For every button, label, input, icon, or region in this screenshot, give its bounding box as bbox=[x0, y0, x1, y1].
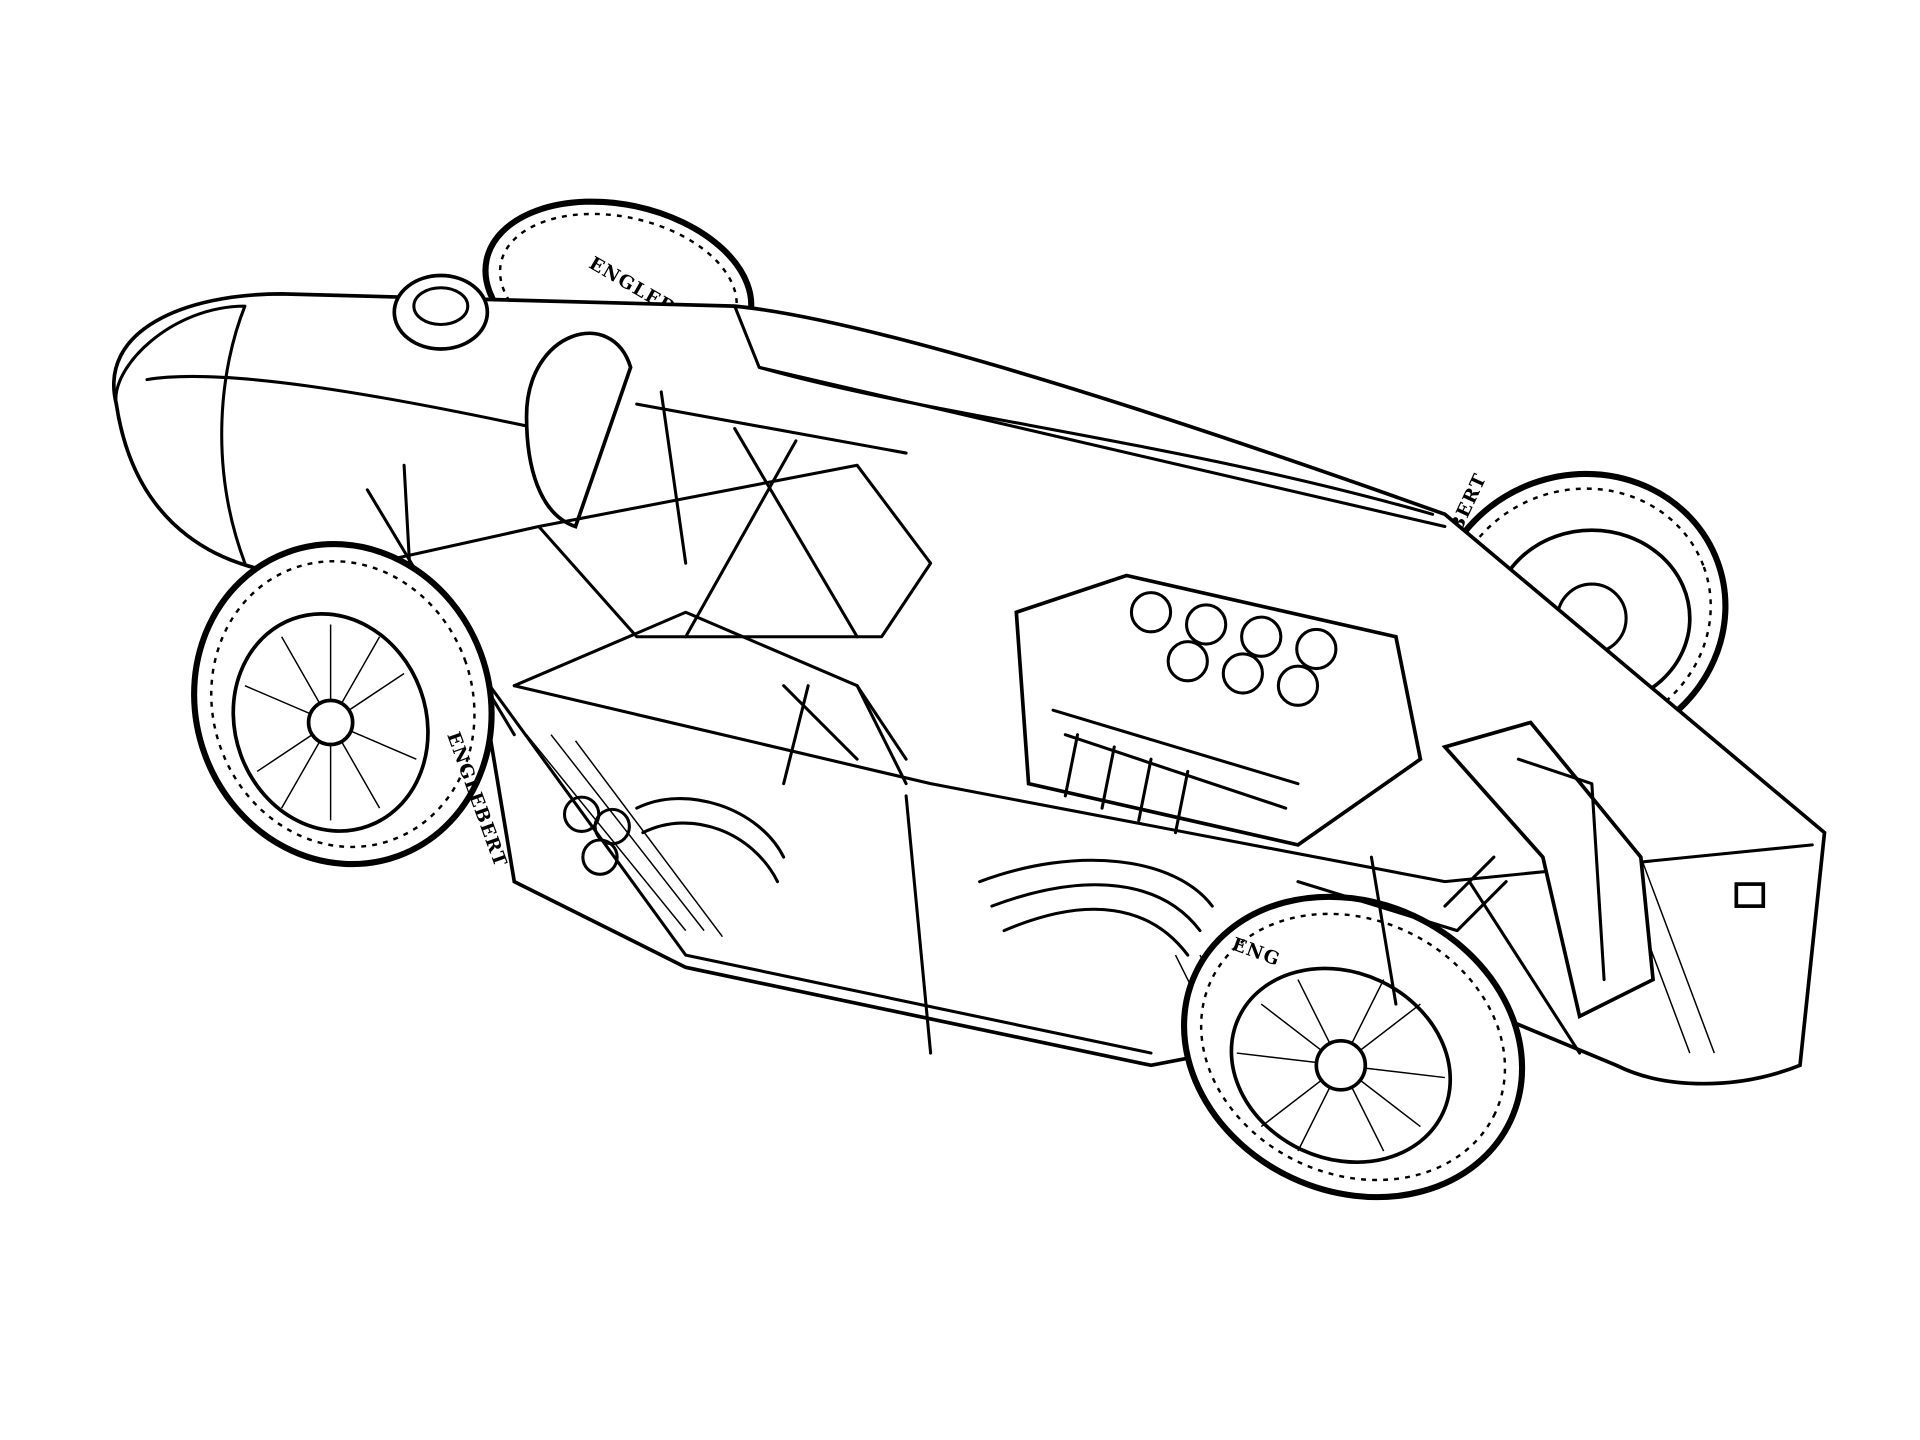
wheel-front-left: ENGLEBERT bbox=[191, 541, 511, 870]
rear-suspension bbox=[1296, 855, 1508, 1006]
radiator-detail bbox=[1516, 757, 1606, 982]
exhaust-pipes bbox=[562, 795, 1214, 957]
engine bbox=[1014, 573, 1423, 847]
windscreen bbox=[524, 331, 633, 529]
badge-icon bbox=[1734, 882, 1766, 908]
fuel-cap bbox=[392, 273, 490, 351]
wheel-front-right: ENG bbox=[1180, 893, 1526, 1201]
